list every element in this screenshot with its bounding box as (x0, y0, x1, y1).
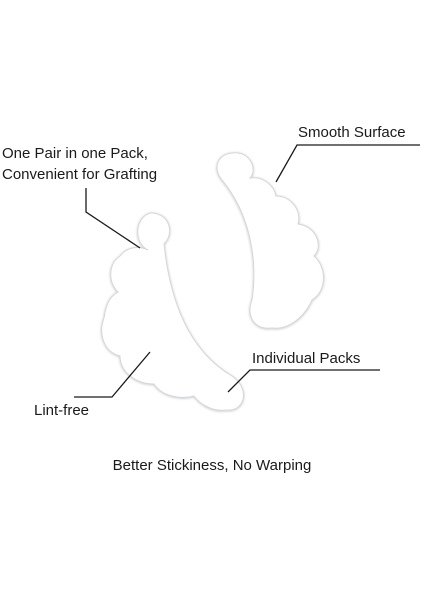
leader-lines (74, 144, 420, 398)
leader-line-individual-packs (227, 369, 380, 393)
callout-one-pair-line2: Convenient for Grafting (2, 166, 158, 183)
caption: Better Stickiness, No Warping (112, 457, 312, 474)
callout-one-pair: One Pair in one Pack, Convenient for Gra… (2, 143, 157, 185)
right-eye-pad (216, 152, 324, 329)
leader-line-smooth-surface (275, 144, 420, 183)
callout-smooth-surface: Smooth Surface (298, 124, 406, 141)
leader-line-one-pair (85, 188, 141, 249)
callout-lint-free: Lint-free (34, 402, 90, 419)
leader-line-lint-free (74, 351, 151, 398)
callout-one-pair-line1: One Pair in one Pack, (2, 145, 148, 162)
left-eye-pad (101, 212, 244, 411)
callout-individual-packs: Individual Packs (252, 350, 361, 367)
